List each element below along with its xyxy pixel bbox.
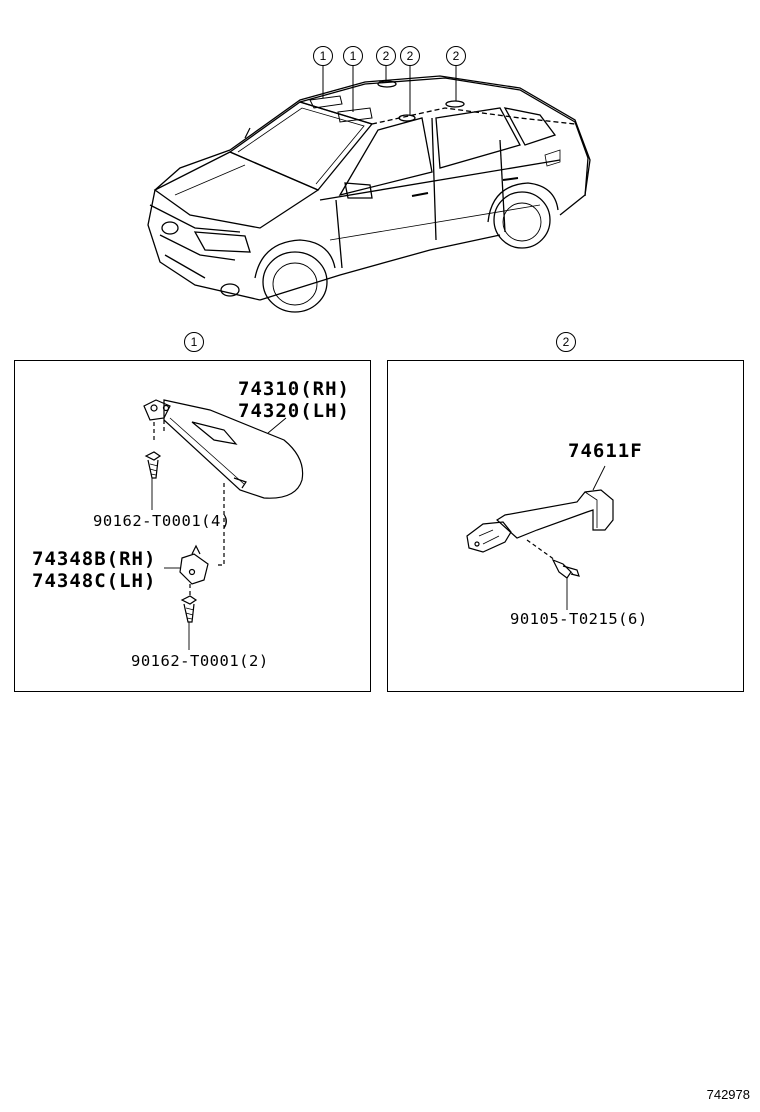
panel-1-callout: 1 (184, 332, 204, 352)
assist-grip-drawing (466, 465, 614, 610)
visor-part-rh: 74310(RH) (238, 378, 350, 400)
diagram-id: 742978 (706, 1087, 750, 1102)
car-overview-illustration (147, 66, 591, 313)
panel-assist-grip (387, 360, 744, 692)
grip-bolt-part: 90105-T0215(6) (510, 610, 648, 628)
panel-2-callout: 2 (556, 332, 576, 352)
overview-callout-2b: 2 (400, 46, 420, 66)
overview-callout-1a: 1 (313, 46, 333, 66)
overview-callout-2a: 2 (376, 46, 396, 66)
holder-part-lh: 74348C(LH) (32, 570, 157, 592)
panel-sun-visor (14, 360, 371, 692)
overview-callout-2c: 2 (446, 46, 466, 66)
grip-part: 74611F (568, 440, 643, 462)
holder-screw-part: 90162-T0001(2) (131, 652, 269, 670)
sun-visor-drawing (143, 399, 304, 650)
overview-callout-1b: 1 (343, 46, 363, 66)
visor-part-lh: 74320(LH) (238, 400, 350, 422)
holder-part-rh: 74348B(RH) (32, 548, 157, 570)
visor-screw-part: 90162-T0001(4) (93, 512, 231, 530)
